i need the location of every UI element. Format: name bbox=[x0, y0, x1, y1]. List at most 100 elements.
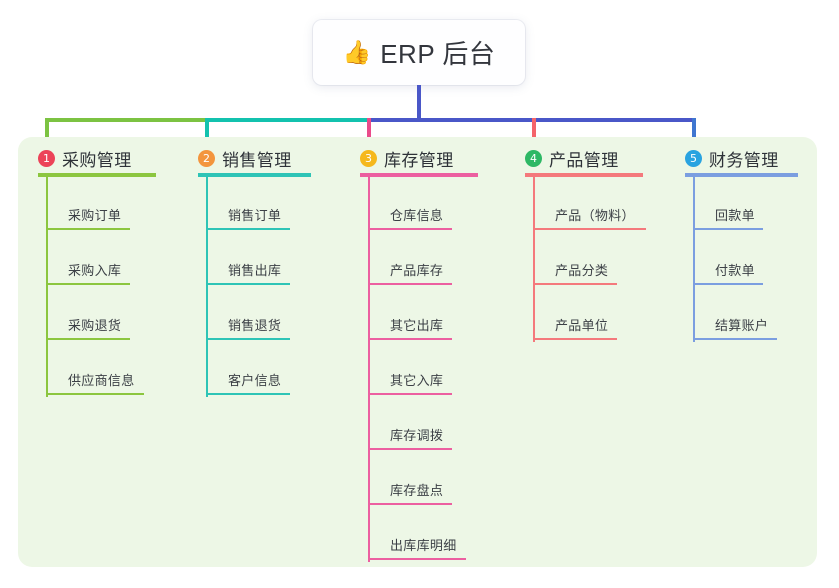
branch-item-label: 产品分类 bbox=[555, 263, 609, 278]
branch-header-rule bbox=[38, 173, 156, 177]
branch-item-rule bbox=[693, 283, 763, 285]
branch-item-rule bbox=[206, 393, 290, 395]
branch-item[interactable]: 产品分类 bbox=[533, 255, 617, 285]
branch-number-badge: 4 bbox=[525, 150, 542, 167]
branch-item-label: 其它入库 bbox=[390, 373, 444, 388]
branch-header-rule bbox=[360, 173, 478, 177]
branch-title: 库存管理 bbox=[384, 151, 454, 170]
branch-stub-1 bbox=[45, 118, 49, 145]
branch-item-label: 销售订单 bbox=[228, 208, 282, 223]
bus-segment-blue bbox=[367, 118, 696, 122]
branch-item-rule bbox=[368, 503, 452, 505]
branch-item-rule bbox=[533, 228, 646, 230]
branch-item-label: 结算账户 bbox=[715, 318, 769, 333]
branch-item-rule bbox=[693, 338, 777, 340]
branch-item[interactable]: 出库库明细 bbox=[368, 530, 466, 560]
branch-item-rule bbox=[368, 228, 452, 230]
branch-item-rule bbox=[368, 448, 452, 450]
branch-item-rule bbox=[206, 228, 290, 230]
branch-spine bbox=[206, 175, 208, 397]
branch-item[interactable]: 销售退货 bbox=[206, 310, 290, 340]
root-connector-drop bbox=[417, 85, 421, 122]
branch-stub-4 bbox=[532, 118, 536, 145]
branch-item[interactable]: 销售订单 bbox=[206, 200, 290, 230]
branch-item-rule bbox=[46, 338, 130, 340]
branch-item[interactable]: 采购退货 bbox=[46, 310, 130, 340]
branch-item-label: 客户信息 bbox=[228, 373, 282, 388]
branch-number-badge: 5 bbox=[685, 150, 702, 167]
branch-item-rule bbox=[46, 393, 144, 395]
branch-item-rule bbox=[368, 558, 466, 560]
branch-spine bbox=[46, 175, 48, 397]
branch-item[interactable]: 销售出库 bbox=[206, 255, 290, 285]
branch-spine bbox=[368, 175, 370, 562]
branch-item[interactable]: 其它入库 bbox=[368, 365, 452, 395]
branch-item-label: 采购订单 bbox=[68, 208, 122, 223]
thumbs-up-icon: 👍 bbox=[342, 39, 372, 65]
branch-item-label: 供应商信息 bbox=[68, 373, 135, 388]
branch-item-rule bbox=[693, 228, 763, 230]
branch-item-label: 销售退货 bbox=[228, 318, 282, 333]
branch-header-2[interactable]: 2 销售管理 bbox=[198, 146, 292, 171]
branch-item-label: 库存盘点 bbox=[390, 483, 444, 498]
branch-item-label: 销售出库 bbox=[228, 263, 282, 278]
root-node-erp-backend[interactable]: 👍 ERP 后台 bbox=[313, 20, 525, 85]
branch-item-label: 产品单位 bbox=[555, 318, 609, 333]
root-node-title: ERP 后台 bbox=[380, 39, 496, 69]
branch-item[interactable]: 采购入库 bbox=[46, 255, 130, 285]
branch-item[interactable]: 回款单 bbox=[693, 200, 763, 230]
branch-item-rule bbox=[368, 338, 452, 340]
branch-item-label: 库存调拨 bbox=[390, 428, 444, 443]
branch-stub-2 bbox=[205, 118, 209, 145]
branch-item[interactable]: 仓库信息 bbox=[368, 200, 452, 230]
branch-item[interactable]: 产品（物料） bbox=[533, 200, 646, 230]
branch-item[interactable]: 客户信息 bbox=[206, 365, 290, 395]
branch-item[interactable]: 库存盘点 bbox=[368, 475, 452, 505]
branch-item-label: 回款单 bbox=[715, 208, 755, 223]
branch-item[interactable]: 其它出库 bbox=[368, 310, 452, 340]
branch-item-rule bbox=[46, 283, 130, 285]
branch-item-label: 采购入库 bbox=[68, 263, 122, 278]
branch-item[interactable]: 产品单位 bbox=[533, 310, 617, 340]
branch-item-label: 付款单 bbox=[715, 263, 755, 278]
branch-spine bbox=[533, 175, 535, 342]
branch-number-badge: 1 bbox=[38, 150, 55, 167]
bus-segment-teal bbox=[205, 118, 369, 122]
branch-title: 销售管理 bbox=[222, 151, 292, 170]
branch-item[interactable]: 供应商信息 bbox=[46, 365, 144, 395]
branch-title: 产品管理 bbox=[549, 151, 619, 170]
branch-item[interactable]: 结算账户 bbox=[693, 310, 777, 340]
branch-item[interactable]: 产品库存 bbox=[368, 255, 452, 285]
branch-item-label: 采购退货 bbox=[68, 318, 122, 333]
branch-item-label: 其它出库 bbox=[390, 318, 444, 333]
branch-item-label: 产品库存 bbox=[390, 263, 444, 278]
branch-item-rule bbox=[206, 338, 290, 340]
branch-header-rule bbox=[525, 173, 643, 177]
branch-number-badge: 2 bbox=[198, 150, 215, 167]
branch-item-rule bbox=[206, 283, 290, 285]
root-node-content: 👍 ERP 后台 bbox=[343, 34, 496, 71]
branch-title: 财务管理 bbox=[709, 151, 779, 170]
branch-item[interactable]: 付款单 bbox=[693, 255, 763, 285]
branch-header-rule bbox=[685, 173, 798, 177]
branch-stub-3 bbox=[367, 118, 371, 145]
bus-segment-green bbox=[45, 118, 207, 122]
branch-header-rule bbox=[198, 173, 311, 177]
branch-item-label: 产品（物料） bbox=[555, 208, 635, 223]
branch-item-label: 仓库信息 bbox=[390, 208, 444, 223]
branch-item-rule bbox=[533, 338, 617, 340]
branch-item-rule bbox=[368, 283, 452, 285]
branch-spine bbox=[693, 175, 695, 342]
branch-item-label: 出库库明细 bbox=[390, 538, 457, 553]
branch-header-4[interactable]: 4 产品管理 bbox=[525, 146, 619, 171]
branch-item-rule bbox=[46, 228, 130, 230]
branch-item-rule bbox=[533, 283, 617, 285]
branch-item-rule bbox=[368, 393, 452, 395]
branch-item[interactable]: 采购订单 bbox=[46, 200, 130, 230]
branch-item[interactable]: 库存调拨 bbox=[368, 420, 452, 450]
branch-header-5[interactable]: 5 财务管理 bbox=[685, 146, 779, 171]
